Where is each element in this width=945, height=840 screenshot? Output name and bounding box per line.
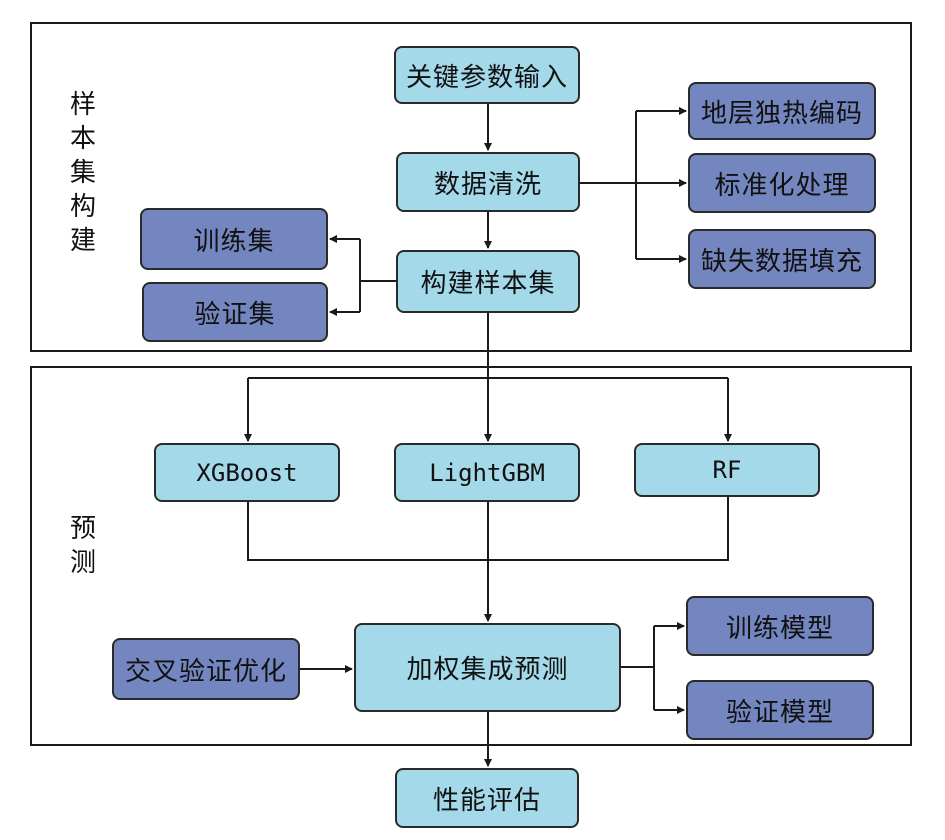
section-predict-label: 预测: [69, 514, 96, 578]
node-fill-missing[interactable]: 缺失数据填充: [688, 229, 876, 289]
node-weighted-ensemble[interactable]: 加权集成预测: [354, 623, 621, 712]
section-sample-frame: [30, 22, 912, 352]
node-train-model[interactable]: 训练模型: [686, 596, 874, 656]
node-input[interactable]: 关键参数输入: [394, 46, 580, 104]
node-val-model[interactable]: 验证模型: [686, 680, 874, 740]
node-build[interactable]: 构建样本集: [396, 250, 580, 313]
node-evaluate[interactable]: 性能评估: [395, 768, 579, 828]
section-sample-label: 样本集构建: [69, 90, 96, 256]
node-strata-encoding[interactable]: 地层独热编码: [688, 82, 876, 140]
node-cv-optimize[interactable]: 交叉验证优化: [112, 638, 300, 700]
node-train-set[interactable]: 训练集: [140, 208, 328, 270]
node-xgboost[interactable]: XGBoost: [154, 443, 340, 502]
section-predict-frame: [30, 366, 912, 746]
node-val-set[interactable]: 验证集: [142, 282, 328, 342]
node-standardize[interactable]: 标准化处理: [688, 153, 876, 213]
node-rf[interactable]: RF: [634, 443, 820, 497]
node-lightgbm[interactable]: LightGBM: [394, 443, 580, 502]
node-clean[interactable]: 数据清洗: [396, 152, 580, 212]
